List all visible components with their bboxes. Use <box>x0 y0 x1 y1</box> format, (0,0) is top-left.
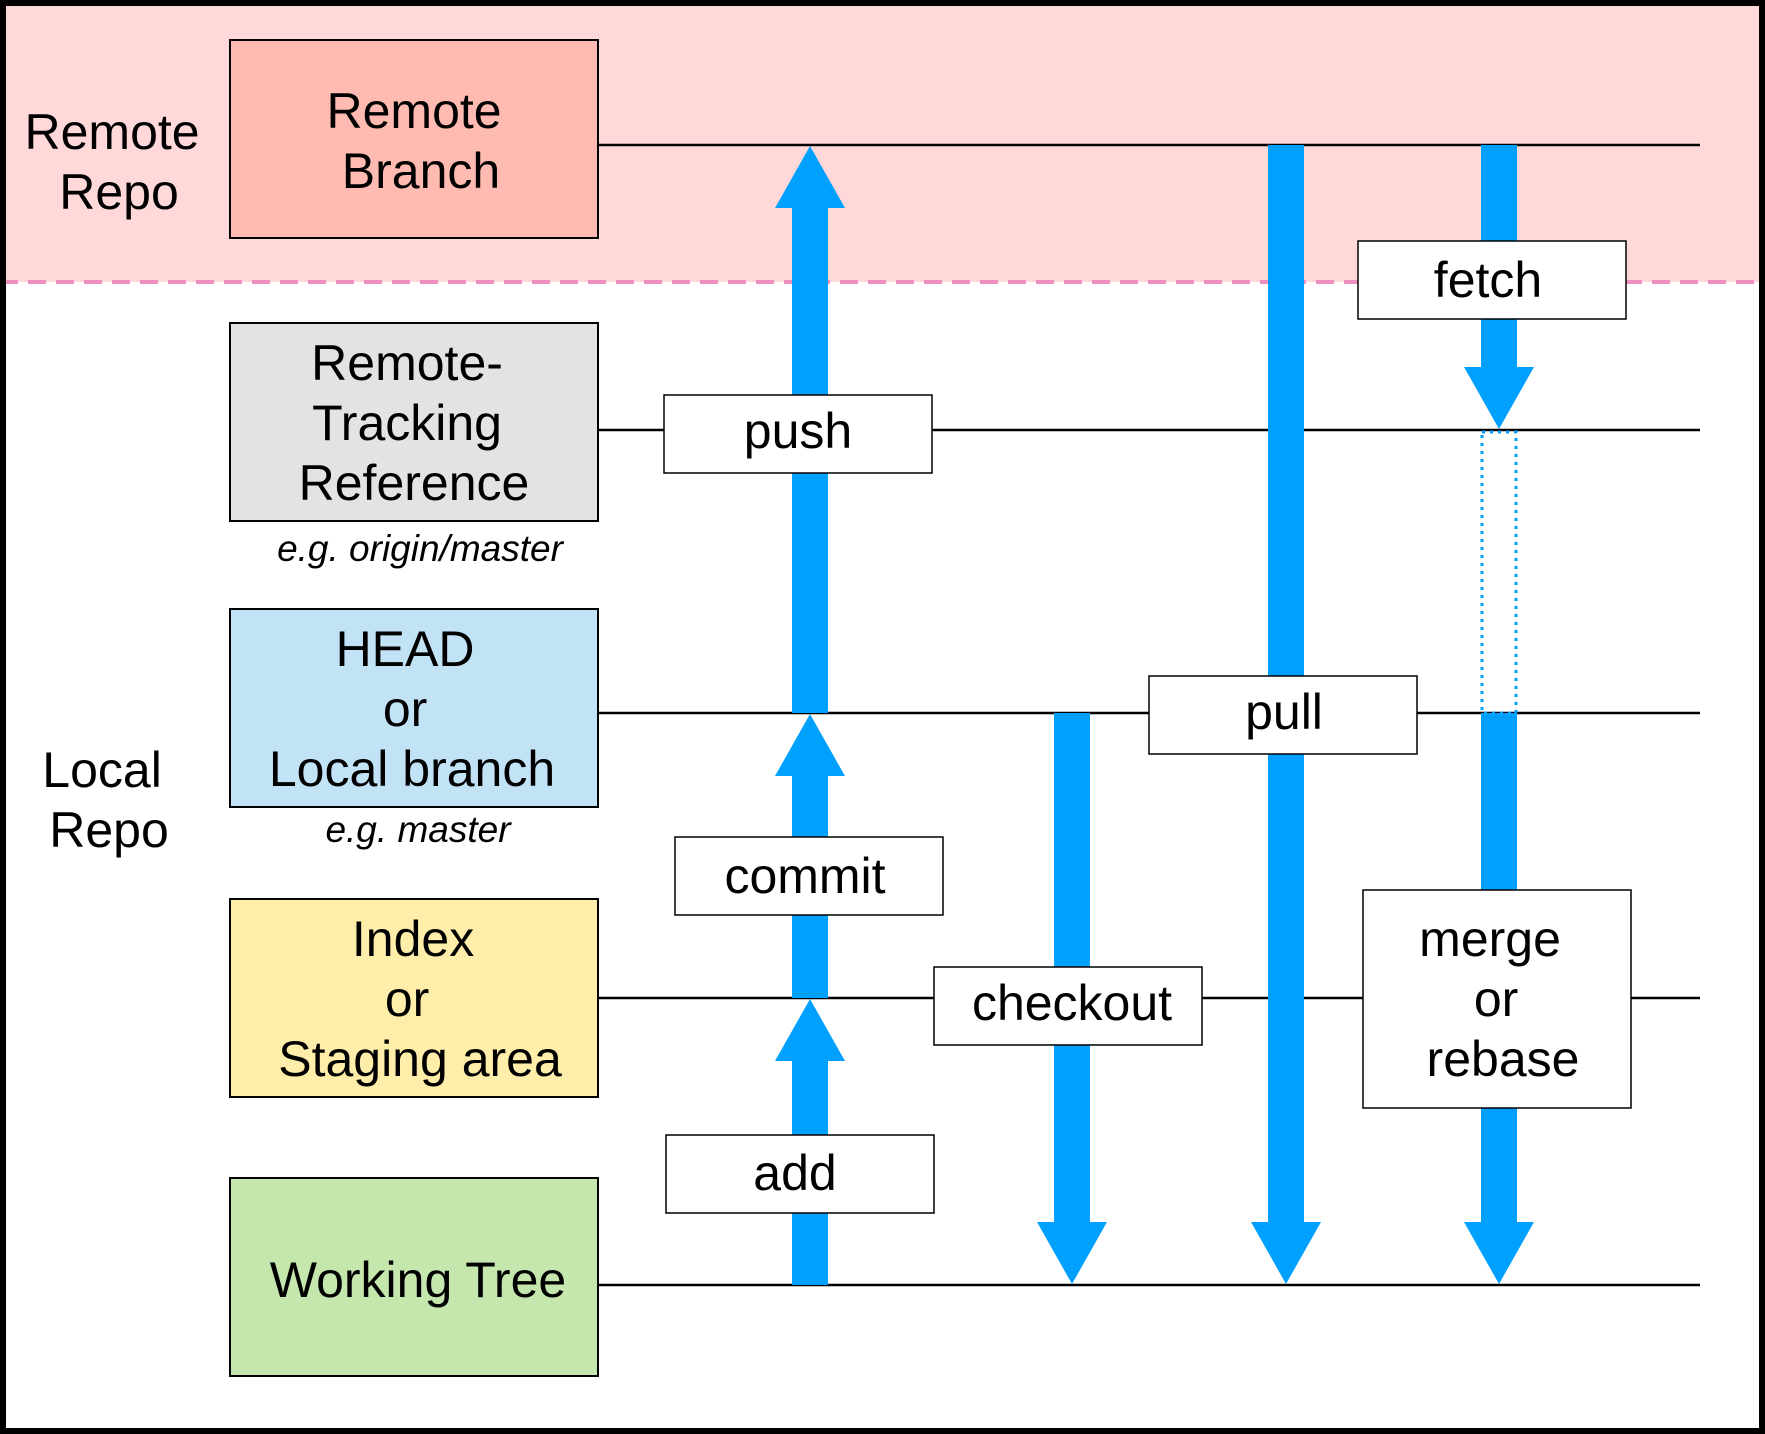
commit-label: commit <box>724 848 885 904</box>
checkout-command: checkout <box>933 966 1203 1046</box>
tracking-ref-box: Remote- Tracking Reference <box>229 322 599 522</box>
add-command: add <box>665 1134 935 1214</box>
local-repo-label: Local Repo <box>42 742 175 858</box>
merge-rebase-command: merge or rebase <box>1362 889 1632 1109</box>
head-label: HEAD or Local branch <box>269 621 555 797</box>
head-example: e.g. master <box>325 809 512 850</box>
remote-branch-label: Remote Branch <box>327 83 516 199</box>
head-box: HEAD or Local branch <box>229 608 599 808</box>
fetch-label: fetch <box>1434 252 1542 308</box>
merge-rebase-connector <box>1480 430 1518 715</box>
pull-label: pull <box>1245 684 1323 740</box>
pull-command: pull <box>1148 675 1418 755</box>
checkout-label: checkout <box>972 975 1172 1031</box>
fetch-command: fetch <box>1357 240 1627 320</box>
index-box: Index or Staging area <box>229 898 599 1098</box>
tracking-ref-label: Remote- Tracking Reference <box>299 335 530 511</box>
working-tree-label: Working Tree <box>270 1252 566 1308</box>
add-label: add <box>753 1145 836 1201</box>
commit-command: commit <box>674 836 944 916</box>
merge-rebase-label: merge or rebase <box>1419 911 1579 1087</box>
push-command: push <box>663 394 933 474</box>
working-tree-box: Working Tree <box>229 1177 599 1377</box>
tracking-ref-example: e.g. origin/master <box>277 528 565 569</box>
remote-branch-box: Remote Branch <box>229 39 599 239</box>
push-label: push <box>744 403 852 459</box>
index-label: Index or Staging area <box>278 911 562 1087</box>
remote-repo-label: Remote Repo <box>25 104 214 220</box>
